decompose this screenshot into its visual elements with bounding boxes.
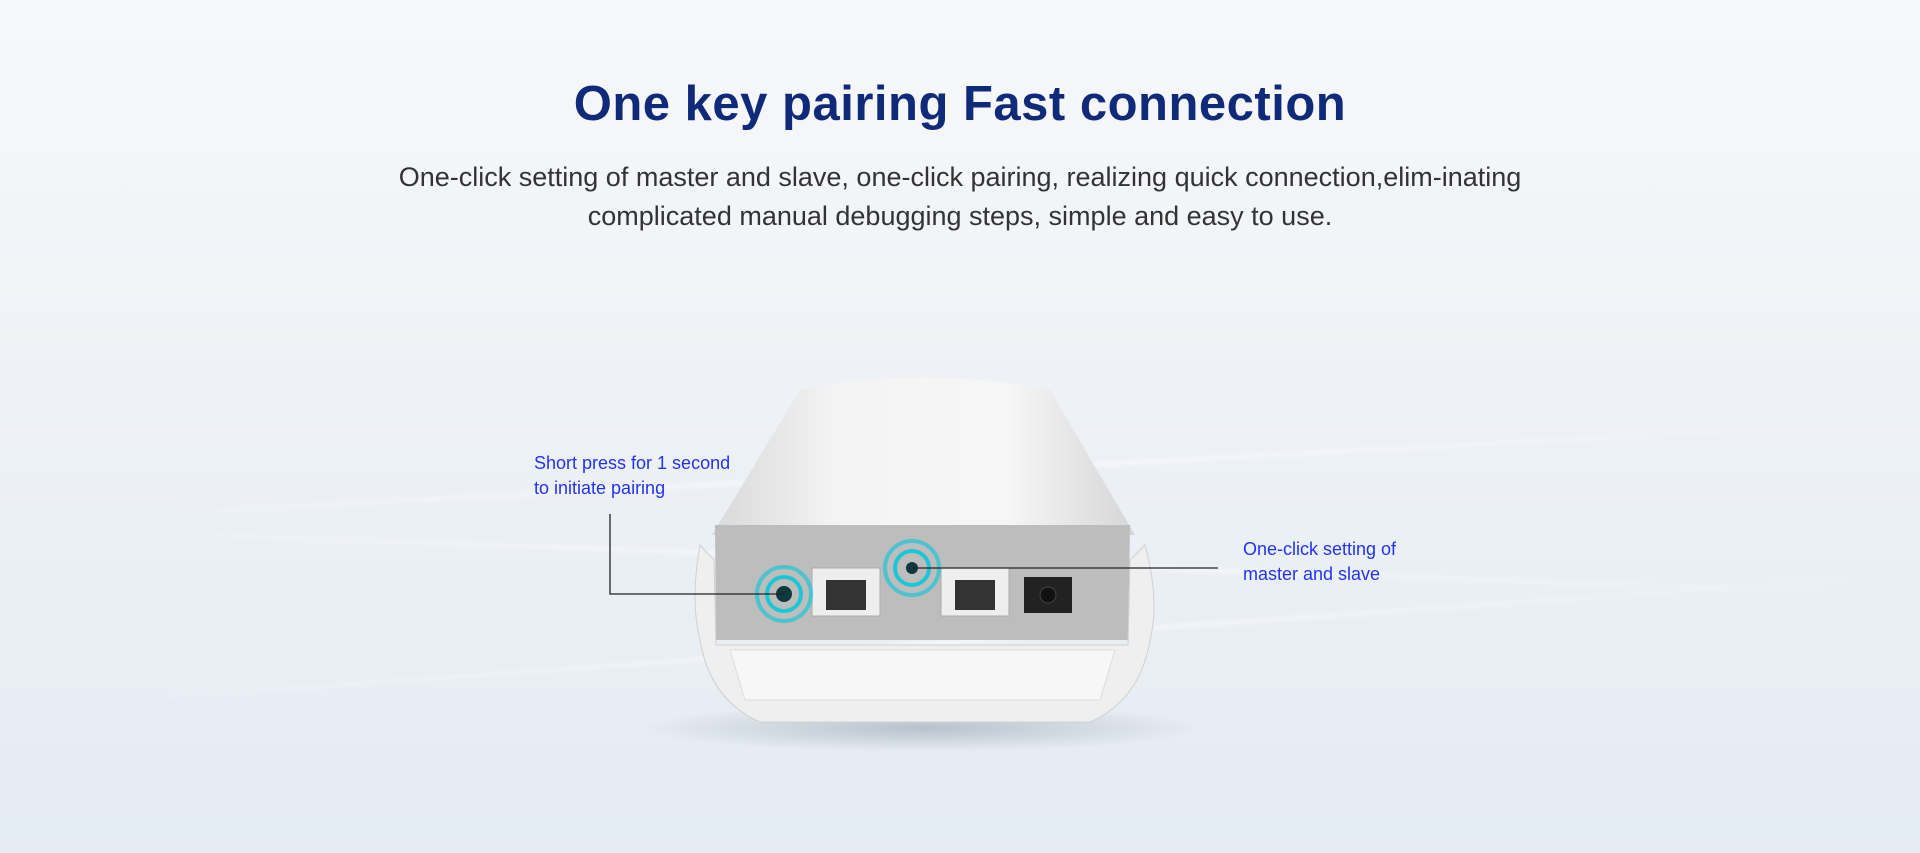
master-callout-line1: One-click setting of [1243,539,1397,559]
device-base-lip [729,649,1116,701]
pairing-callout-line1: Short press for 1 second [534,453,731,473]
page-subtitle: One-click setting of master and slave, o… [398,162,1522,231]
pairing-callout: Short press for 1 second to initiate pai… [534,451,730,501]
pairing-leader-line [609,514,784,595]
device-cover [712,377,1135,535]
page-title: One key pairing Fast connection [573,77,1347,131]
master-slave-callout: One-click setting of master and slave [1243,537,1396,587]
master-callout-line2: master and slave [1243,564,1381,584]
pairing-callout-line2: to initiate pairing [534,478,666,498]
